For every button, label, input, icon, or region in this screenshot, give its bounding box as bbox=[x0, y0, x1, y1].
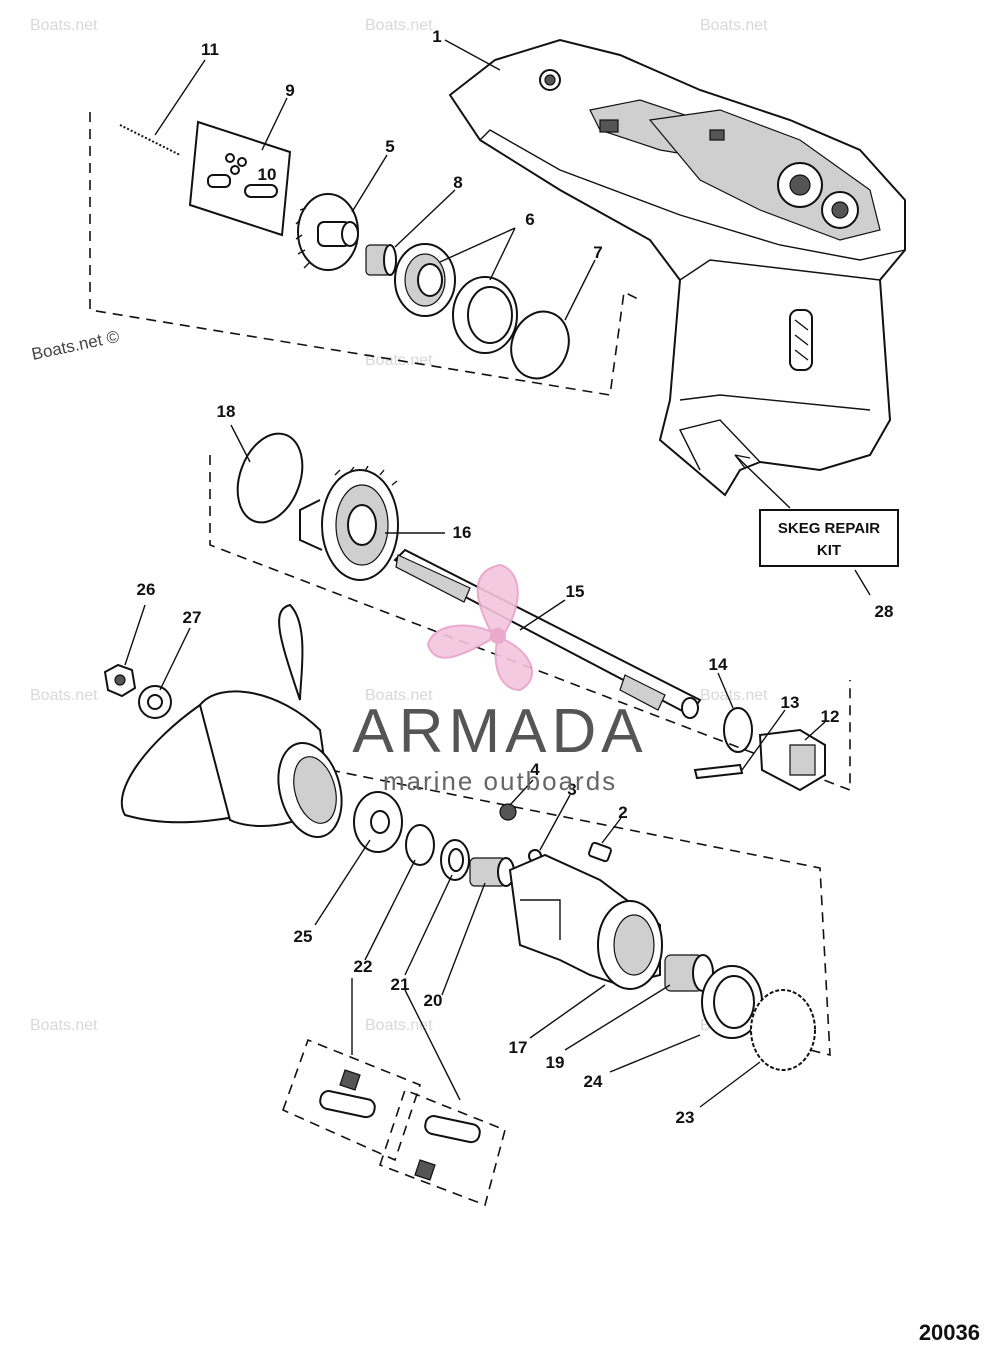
watermark-text: Boats.net bbox=[365, 1017, 433, 1034]
watermark-text: Boats.net bbox=[700, 17, 768, 34]
callout-15: 15 bbox=[566, 582, 585, 601]
watermark-text: Boats.net bbox=[365, 17, 433, 34]
watermark-text: Boats.net bbox=[700, 687, 768, 704]
callout-numbers: 1 2 3 4 5 6 7 8 9 10 11 12 13 14 15 16 1… bbox=[137, 27, 894, 1127]
stud-part bbox=[588, 841, 612, 863]
callout-4: 4 bbox=[530, 760, 540, 779]
callout-21: 21 bbox=[391, 975, 410, 994]
small-nut-part bbox=[499, 803, 517, 821]
callout-25: 25 bbox=[294, 927, 313, 946]
prop-nut-part bbox=[103, 663, 137, 698]
callout-17: 17 bbox=[509, 1038, 528, 1057]
propeller-logo-icon bbox=[426, 563, 533, 692]
watermark-text: Boats.net bbox=[365, 687, 433, 704]
watermark-text: Boats.net bbox=[30, 1017, 98, 1034]
clutch-part bbox=[758, 728, 826, 792]
armada-logo: ARMADA marine outboards bbox=[352, 563, 647, 796]
propeller-shaft-part bbox=[393, 548, 702, 719]
thrust-washer-part bbox=[353, 791, 403, 853]
callout-9: 9 bbox=[285, 81, 294, 100]
callout-23: 23 bbox=[676, 1108, 695, 1127]
lock-ring-part bbox=[750, 989, 816, 1071]
callout-16: 16 bbox=[453, 523, 472, 542]
large-o-ring-part bbox=[236, 432, 304, 524]
skeg-label-line2: KIT bbox=[817, 542, 841, 559]
inset-detail-seal bbox=[319, 1069, 376, 1119]
boats-net-credit: Boats.net © bbox=[30, 327, 122, 364]
logo-wordmark: ARMADA bbox=[352, 697, 647, 766]
callout-28: 28 bbox=[875, 602, 894, 621]
inset-detail-washer bbox=[414, 1115, 481, 1181]
needle-bearing-part bbox=[365, 244, 397, 276]
callout-24: 24 bbox=[584, 1072, 603, 1091]
figure-number: 20036 bbox=[919, 1320, 980, 1345]
callout-19: 19 bbox=[546, 1053, 565, 1072]
watermark-text: Boats.net bbox=[30, 17, 98, 34]
callout-3: 3 bbox=[567, 780, 576, 799]
thrust-ring-part bbox=[723, 707, 753, 753]
callout-14: 14 bbox=[709, 655, 728, 674]
propeller bbox=[120, 603, 343, 839]
decal-card-part bbox=[188, 120, 292, 237]
bearing-carrier-part bbox=[508, 853, 663, 990]
callout-1: 1 bbox=[432, 27, 441, 46]
skeg-label-line1: SKEG REPAIR bbox=[778, 520, 880, 537]
callout-26: 26 bbox=[137, 580, 156, 599]
callout-8: 8 bbox=[453, 173, 462, 192]
callout-12: 12 bbox=[821, 707, 840, 726]
callout-7: 7 bbox=[593, 243, 602, 262]
spring-part bbox=[119, 124, 181, 156]
washer-part bbox=[440, 839, 470, 881]
callout-10: 10 bbox=[258, 165, 277, 184]
watermark-text: Boats.net bbox=[30, 687, 98, 704]
callout-13: 13 bbox=[781, 693, 800, 712]
callout-11: 11 bbox=[201, 40, 219, 59]
cross-pin-part bbox=[693, 763, 744, 780]
carrier-washer-part bbox=[701, 965, 763, 1039]
oil-seal-part bbox=[405, 824, 435, 866]
callout-22: 22 bbox=[354, 957, 373, 976]
pinion-gear-part bbox=[295, 193, 359, 271]
callout-2: 2 bbox=[618, 803, 627, 822]
skeg-repair-kit-box: SKEG REPAIR KIT bbox=[734, 454, 899, 567]
logo-tagline: marine outboards bbox=[383, 766, 617, 796]
callout-27: 27 bbox=[183, 608, 202, 627]
tab-washer-part bbox=[138, 685, 172, 719]
forward-gear-part bbox=[299, 465, 399, 581]
callout-6: 6 bbox=[525, 210, 534, 229]
callout-5: 5 bbox=[385, 137, 394, 156]
callout-20: 20 bbox=[424, 991, 443, 1010]
leader-lines bbox=[124, 39, 871, 1108]
gearcase-housing bbox=[448, 38, 906, 497]
carrier-bearing-part bbox=[664, 954, 714, 992]
bearing-part bbox=[469, 857, 515, 887]
o-ring-part bbox=[510, 310, 570, 380]
callout-18: 18 bbox=[217, 402, 236, 421]
